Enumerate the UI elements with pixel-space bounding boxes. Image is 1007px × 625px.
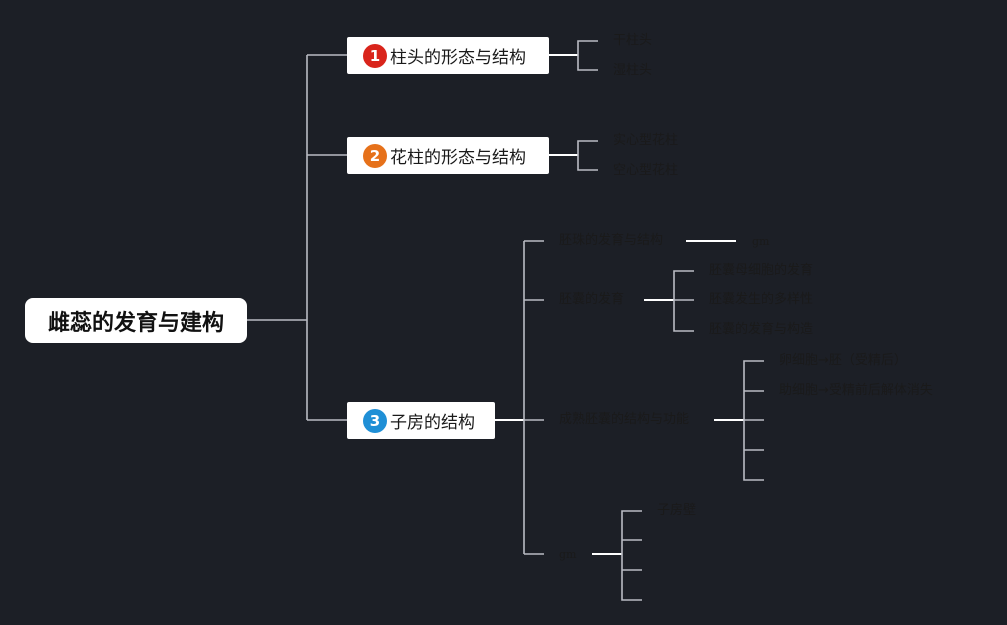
topic-label: 花柱的形态与结构 [390,148,526,168]
subtopic-gm[interactable]: gm [559,548,577,561]
priority-badge-icon: 2 [363,143,387,168]
priority-badge-icon: 1 [363,43,387,68]
root-node[interactable]: 雌蕊的发育与建构 [25,298,247,343]
subtopic-mature-embryo-sac[interactable]: 成熟胚囊的结构与功能 [559,412,690,427]
leaf-ovary-wall[interactable]: 子房壁 [657,503,697,518]
subtopic-ovule[interactable]: 胚珠的发育与结构 [559,233,664,248]
priority-badge-icon: 3 [363,408,387,433]
leaf-structure[interactable]: 胚囊的发育与构造 [709,322,814,337]
leaf-hollow-style[interactable]: 空心型花柱 [613,163,679,178]
leaf-egg-cell[interactable]: 卵细胞→胚（受精后） [779,353,907,368]
leaf-wet-stigma[interactable]: 湿柱头 [613,63,653,78]
leaf-diversity[interactable]: 胚囊发生的多样性 [709,292,814,307]
leaf-gm[interactable]: gm [752,235,770,248]
leaf-solid-style[interactable]: 实心型花柱 [613,133,679,148]
leaf-megasporocyte[interactable]: 胚囊母细胞的发育 [709,263,814,278]
topic-label: 柱头的形态与结构 [390,48,526,68]
subtopic-embryo-sac-development[interactable]: 胚囊的发育 [559,292,625,307]
topic-stigma[interactable]: 1 柱头的形态与结构 [347,37,549,74]
root-title: 雌蕊的发育与建构 [47,310,224,336]
topic-ovary[interactable]: 3 子房的结构 [347,402,495,439]
topic-style[interactable]: 2 花柱的形态与结构 [347,137,549,174]
leaf-synergid[interactable]: 助细胞→受精前后解体消失 [779,383,933,398]
topic-label: 子房的结构 [390,413,475,433]
leaf-dry-stigma[interactable]: 干柱头 [613,33,653,48]
